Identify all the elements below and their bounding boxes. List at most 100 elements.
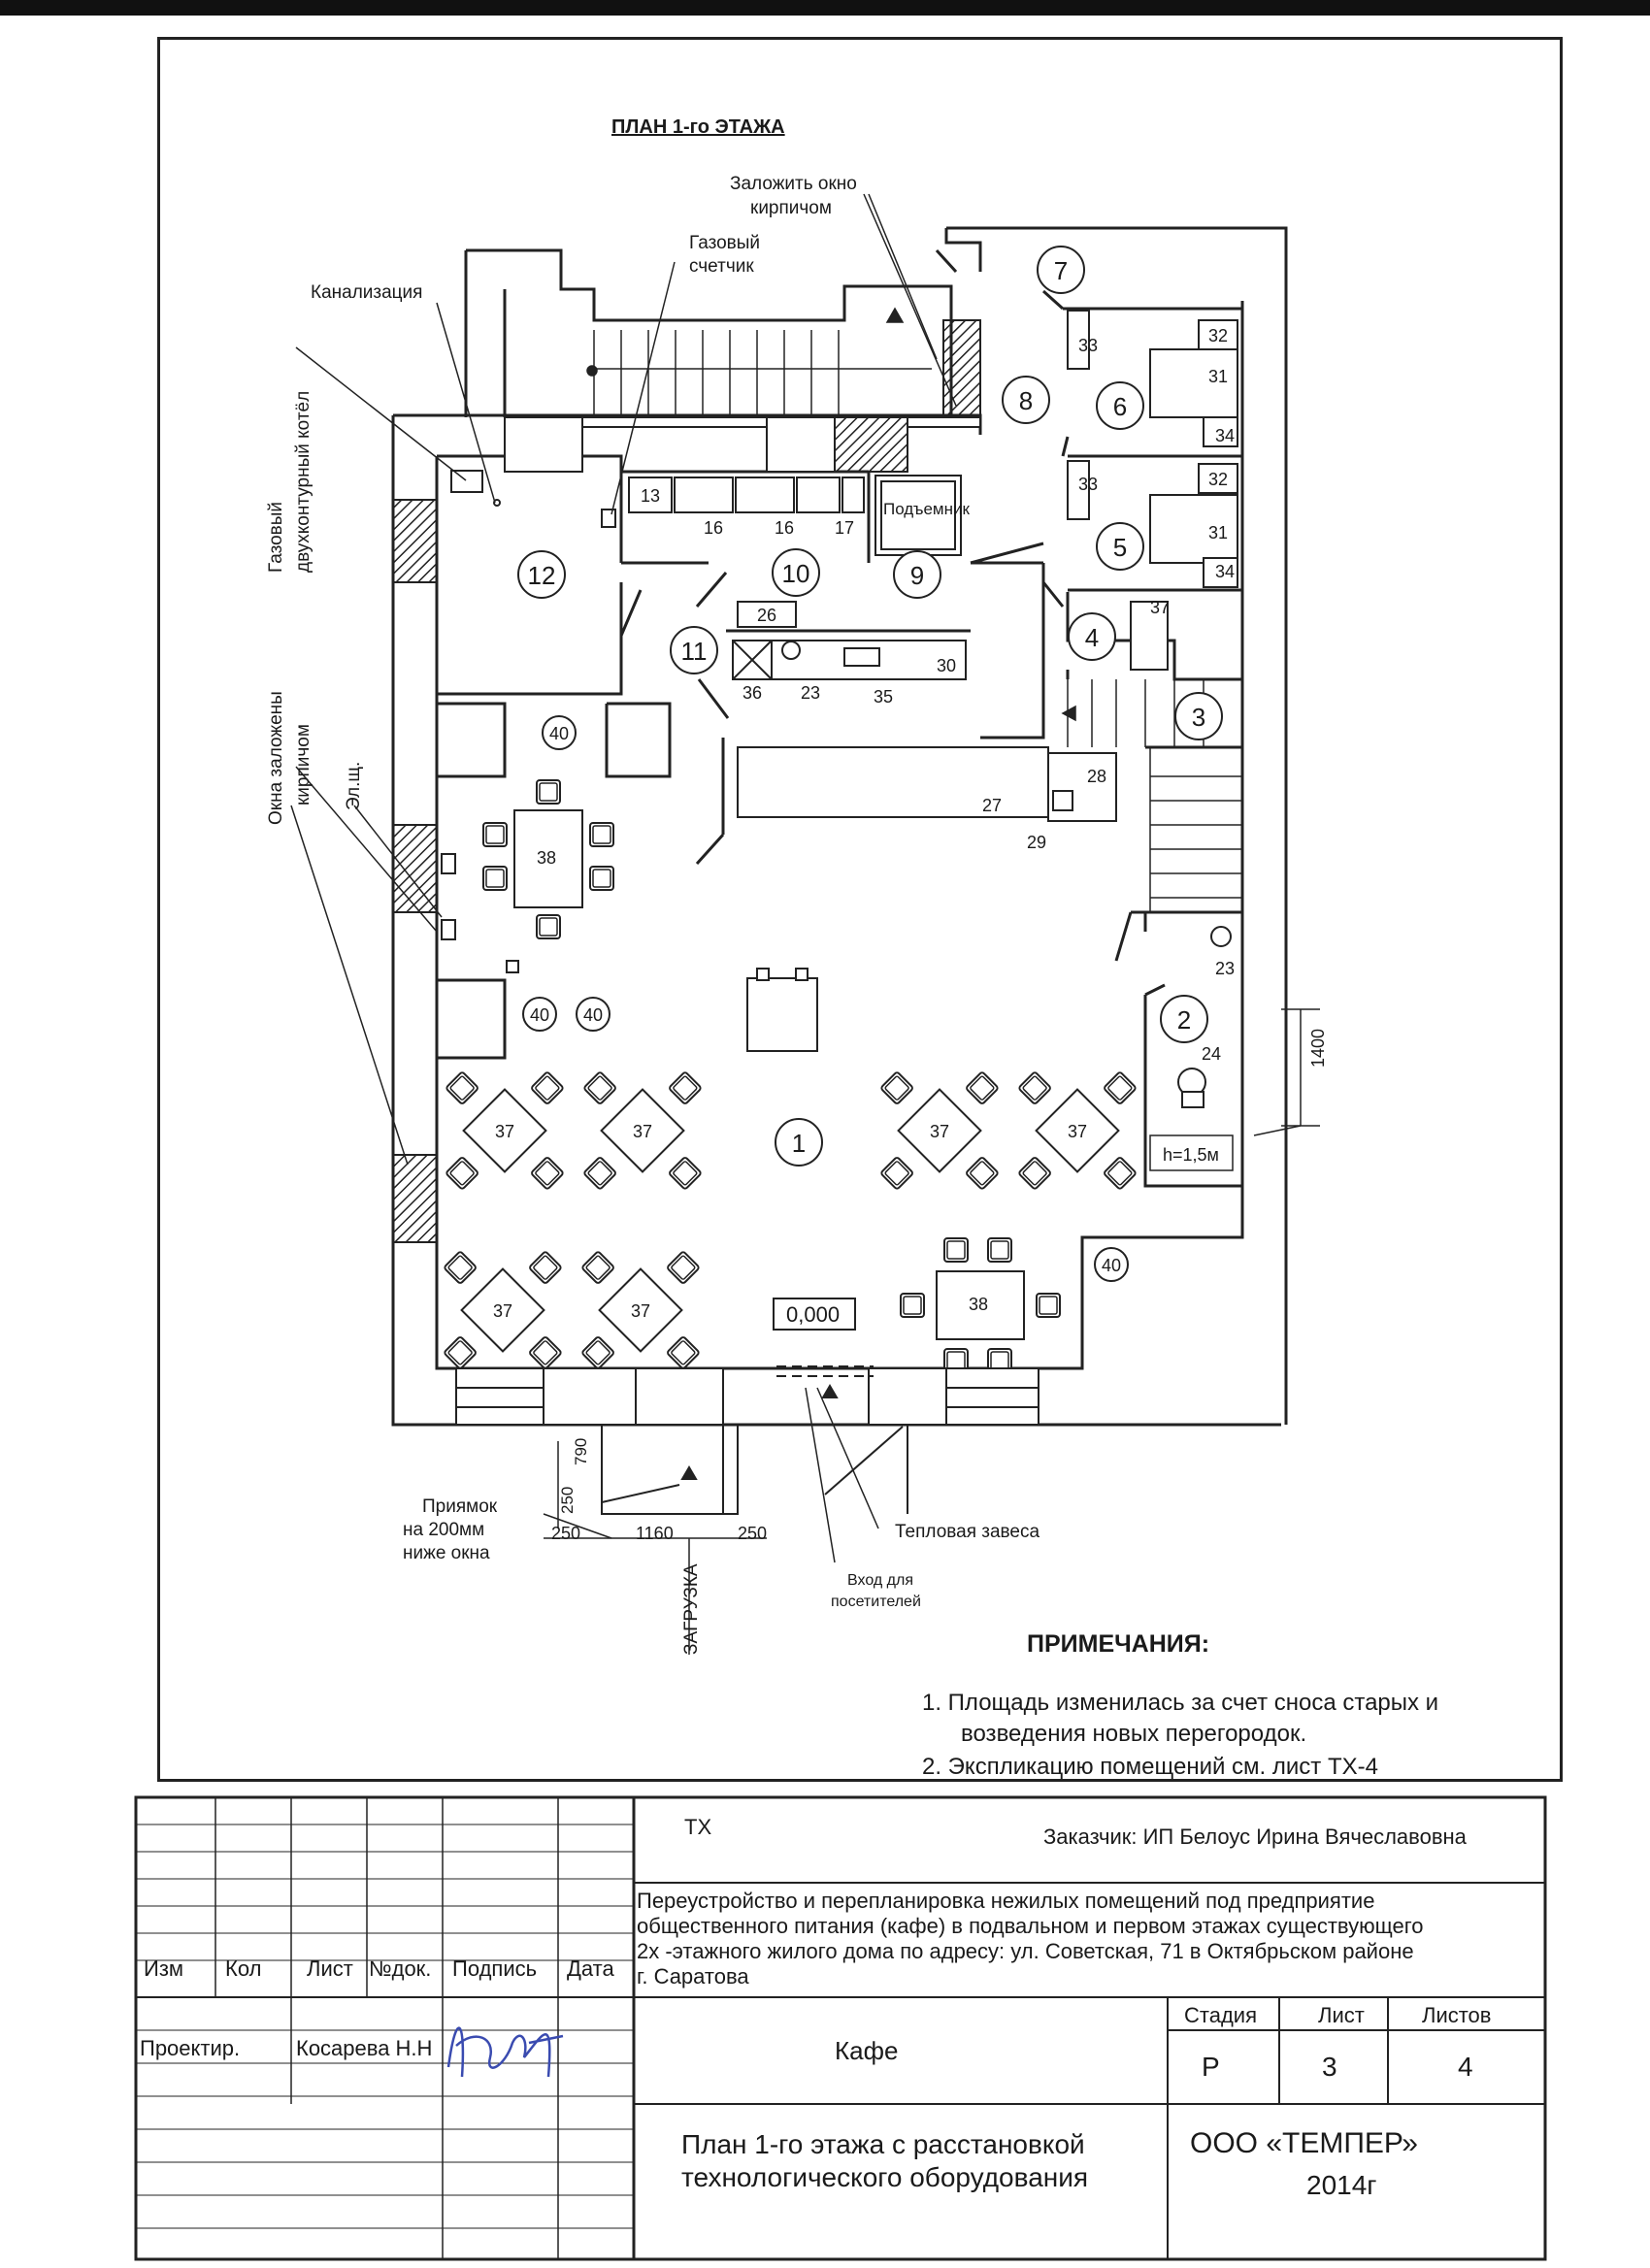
svg-text:17: 17 xyxy=(835,518,854,538)
tables-37 xyxy=(443,1070,1138,1370)
note-2: 2. Экспликацию помещений см. лист ТХ-4 xyxy=(922,1754,1378,1780)
svg-text:37: 37 xyxy=(631,1301,650,1321)
dim-250-c: 250 xyxy=(738,1524,767,1543)
floor-plan: 1 2 3 4 5 6 7 8 9 10 11 12 13 16 16 17 2… xyxy=(266,174,1328,1655)
svg-text:37: 37 xyxy=(493,1301,512,1321)
dim-250-a: 250 xyxy=(558,1487,577,1514)
entrance xyxy=(455,1365,1040,1515)
svg-text:40: 40 xyxy=(1102,1256,1121,1275)
entrance-label-1: Вход для xyxy=(847,1572,913,1589)
project-line-2: общественного питания (кафе) в подвально… xyxy=(637,1914,1424,1938)
room-9: 9 xyxy=(910,561,924,590)
object-name: Кафе xyxy=(835,2036,899,2065)
gas-meter-label-2: счетчик xyxy=(689,256,754,277)
wall-room-2-left xyxy=(1131,910,1147,932)
pit-label-2: на 200мм xyxy=(403,1520,484,1540)
note-1-line-1: 1. Площадь изменилась за счет сноса стар… xyxy=(922,1690,1439,1716)
sheet-value: 3 xyxy=(1322,2052,1337,2082)
brick-window-label-2: кирпичом xyxy=(750,198,832,218)
entrance-label-2: посетителей xyxy=(831,1594,921,1610)
svg-text:37: 37 xyxy=(633,1122,652,1141)
svg-text:32: 32 xyxy=(1208,470,1228,489)
svg-text:32: 32 xyxy=(1208,326,1228,345)
svg-text:34: 34 xyxy=(1215,562,1235,581)
svg-text:28: 28 xyxy=(1087,767,1106,786)
col-ndok: №док. xyxy=(369,1956,432,1981)
svg-text:23: 23 xyxy=(1215,959,1235,978)
svg-text:16: 16 xyxy=(704,518,723,538)
wall-left-col xyxy=(437,702,507,778)
customer: Заказчик: ИП Белоус Ирина Вячеславовна xyxy=(1043,1824,1467,1849)
svg-text:26: 26 xyxy=(757,606,776,625)
svg-text:16: 16 xyxy=(775,518,794,538)
col-izm: Изм xyxy=(144,1956,184,1981)
svg-text:37: 37 xyxy=(930,1122,949,1141)
room-10: 10 xyxy=(782,559,810,588)
room-4: 4 xyxy=(1085,623,1099,652)
project-line-1: Переустройство и перепланировка нежилых … xyxy=(637,1889,1375,1913)
wall-room-2 xyxy=(1143,995,1242,1188)
boiler-label-1: Газовый xyxy=(266,502,286,573)
svg-text:36: 36 xyxy=(742,683,762,703)
svg-text:38: 38 xyxy=(537,848,556,868)
svg-text:40: 40 xyxy=(549,724,569,743)
svg-text:40: 40 xyxy=(583,1005,603,1025)
col-podpis: Подпись xyxy=(452,1956,538,1981)
sewer-label: Канализация xyxy=(311,282,422,303)
col-list: Лист xyxy=(307,1956,353,1981)
pit-label-1: Приямок xyxy=(422,1496,498,1517)
svg-text:33: 33 xyxy=(1078,336,1098,355)
doc-code: ТХ xyxy=(684,1815,712,1839)
sheets-value: 4 xyxy=(1458,2052,1473,2082)
room-numbers: 1 2 3 4 5 6 7 8 9 10 11 12 xyxy=(528,256,1206,1158)
drawing-frame xyxy=(157,37,1563,1782)
svg-text:40: 40 xyxy=(530,1005,549,1025)
bar-stand xyxy=(746,968,818,1052)
floor-level-label: 0,000 xyxy=(786,1302,840,1327)
project-line-4: г. Саратова xyxy=(637,1964,749,1989)
table-38-a xyxy=(482,779,614,939)
note-1-line-2: возведения новых перегородок. xyxy=(961,1721,1307,1747)
boiler-label-2: двухконтурный котёл xyxy=(293,391,314,573)
annotations: Заложить окно кирпичом Газовый счетчик К… xyxy=(266,174,1328,1655)
svg-text:35: 35 xyxy=(874,687,893,707)
wall-left-inner xyxy=(435,456,1244,1370)
stage-value: Р xyxy=(1202,2052,1220,2082)
dim-1160: 1160 xyxy=(636,1524,674,1543)
role: Проектир. xyxy=(140,2036,241,2060)
windows-label-1: Окна заложены xyxy=(266,691,286,825)
sheet-header: Лист xyxy=(1318,2003,1365,2027)
svg-text:38: 38 xyxy=(969,1295,988,1314)
wall-12-bottom xyxy=(437,582,623,696)
windows-top xyxy=(504,416,981,473)
svg-text:27: 27 xyxy=(982,796,1002,815)
kitchen-equipment xyxy=(441,310,1238,1108)
svg-text:33: 33 xyxy=(1078,475,1098,494)
svg-text:23: 23 xyxy=(801,683,820,703)
leaders xyxy=(290,193,1320,1655)
designer: Косарева Н.Н xyxy=(296,2036,433,2060)
scan-top-edge xyxy=(0,0,1650,16)
svg-text:37: 37 xyxy=(1068,1122,1087,1141)
svg-text:34: 34 xyxy=(1215,426,1235,445)
company: ООО «ТЕМПЕР» xyxy=(1190,2127,1418,2159)
svg-text:24: 24 xyxy=(1202,1044,1221,1064)
drawing-title-1: План 1-го этажа с расстановкой xyxy=(681,2129,1085,2159)
pit-label-3: ниже окна xyxy=(403,1543,490,1563)
table-38-b xyxy=(900,1237,1061,1373)
lift-label: Подъемник xyxy=(883,500,970,518)
room-7: 7 xyxy=(1054,256,1068,285)
dim-250-b: 250 xyxy=(551,1524,580,1543)
wall-upper-stair xyxy=(466,248,953,417)
year: 2014г xyxy=(1306,2170,1377,2200)
stage-header: Стадия xyxy=(1184,2003,1257,2027)
svg-text:29: 29 xyxy=(1027,833,1046,852)
plan-title: ПЛАН 1-го ЭТАЖА xyxy=(611,116,785,138)
windows-label-2: кирпичом xyxy=(293,724,314,805)
stair-room-3 xyxy=(1061,679,1242,912)
col-data: Дата xyxy=(567,1956,614,1981)
bricked-windows xyxy=(392,319,981,1243)
sheets-header: Листов xyxy=(1422,2003,1492,2027)
title-block: ТХ Заказчик: ИП Белоус Ирина Вячеславовн… xyxy=(136,1797,1545,2259)
room-5: 5 xyxy=(1113,533,1127,562)
